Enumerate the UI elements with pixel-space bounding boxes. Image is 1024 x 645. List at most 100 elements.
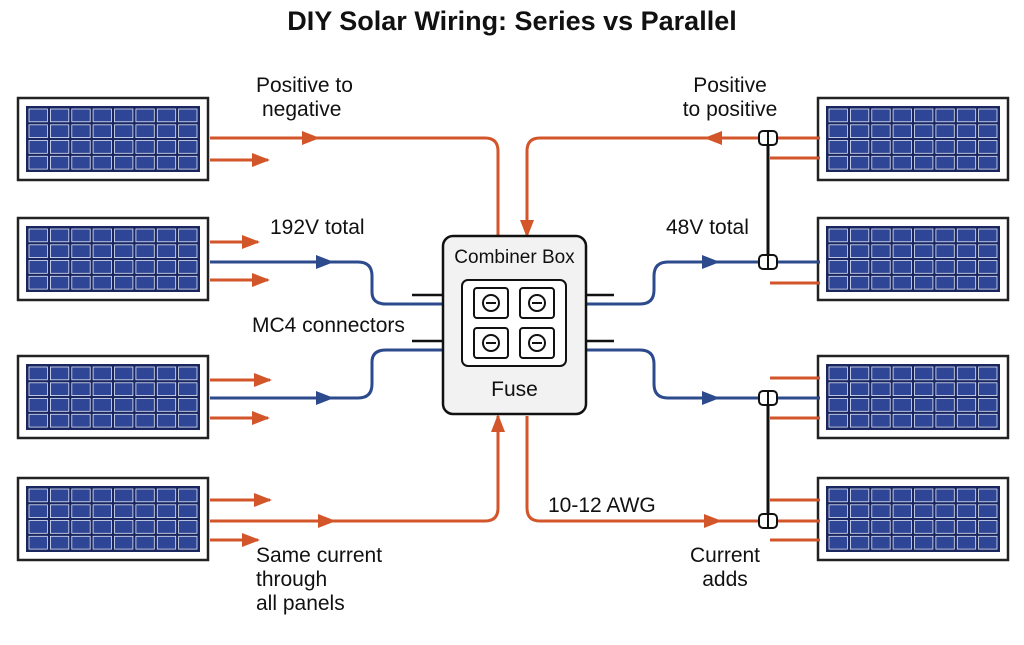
panel-cell — [71, 413, 91, 428]
series-positive-wire-bottom-to-box — [334, 414, 505, 523]
fuse-grid — [473, 287, 555, 359]
panel-cell — [114, 275, 134, 290]
panel-cell — [828, 244, 848, 259]
series-positive-wire-top-to-box — [318, 136, 500, 236]
panel-cell — [71, 275, 91, 290]
panel-cell — [914, 398, 934, 412]
panel-cell — [828, 275, 848, 290]
panel-cell — [935, 413, 955, 428]
panel-cell — [914, 228, 934, 243]
panel-cell — [92, 275, 112, 290]
panel-cell — [114, 260, 134, 274]
parallel-label-positive-to-positive-line2: to positive — [682, 98, 778, 121]
panel-cell — [850, 535, 870, 550]
panel-cell — [114, 155, 134, 170]
panel-cell — [892, 260, 912, 274]
fuse-icon — [519, 327, 555, 359]
panel-cell — [114, 504, 134, 518]
panel-cell — [114, 228, 134, 243]
panel-cell — [71, 155, 91, 170]
panel-cell — [914, 366, 934, 381]
panel-cell — [92, 228, 112, 243]
panel-cell — [92, 244, 112, 259]
series-label-positive-to-negative-line1: Positive to — [256, 74, 353, 97]
panel-cell — [50, 366, 70, 381]
panel-cell — [92, 108, 112, 123]
panel-cell — [135, 413, 155, 428]
panel-cell — [956, 124, 977, 139]
panel-cell — [914, 382, 934, 396]
panel-cell — [71, 504, 91, 518]
panel-cell — [156, 398, 177, 412]
panel-cell — [135, 488, 155, 503]
panel-cell — [114, 366, 134, 381]
parallel-current-note-line1: Current — [689, 544, 761, 567]
panel-cell — [914, 504, 934, 518]
panel-cell — [92, 155, 112, 170]
panel-cell — [828, 488, 848, 503]
panel-cell — [178, 366, 198, 381]
panel-cell — [156, 260, 177, 274]
panel-cell — [92, 398, 112, 412]
panel-cell — [871, 275, 891, 290]
parallel-voltage-total: 48V total — [666, 216, 749, 239]
panel-cell — [114, 124, 134, 139]
panel-cell — [50, 504, 70, 518]
panel-cell — [871, 413, 891, 428]
panel-cell — [828, 398, 848, 412]
panel-cell — [871, 108, 891, 123]
mc4-connectors — [758, 130, 778, 529]
panel-cell — [178, 535, 198, 550]
panel-cell — [71, 382, 91, 396]
solar-panels — [16, 96, 1010, 562]
panel-cell — [156, 535, 177, 550]
panel-cell — [978, 244, 998, 259]
parallel-solar-panel-3 — [816, 354, 1010, 440]
panel-cell — [50, 535, 70, 550]
panel-cell — [156, 108, 177, 123]
panel-cell — [978, 124, 998, 139]
panel-cell — [956, 260, 977, 274]
panel-cell — [92, 140, 112, 154]
panel-cell — [850, 488, 870, 503]
series-solar-panel-1 — [16, 96, 210, 182]
panel-cell — [828, 382, 848, 396]
panel-cell — [956, 155, 977, 170]
panel-cell — [178, 382, 198, 396]
panel-cell — [935, 488, 955, 503]
panel-cell — [871, 398, 891, 412]
panel-cell — [892, 413, 912, 428]
panel-cell — [50, 260, 70, 274]
panel-cell — [71, 260, 91, 274]
panel-cell — [914, 260, 934, 274]
panel-cell — [871, 155, 891, 170]
panel-cell — [178, 140, 198, 154]
panel-cell — [135, 244, 155, 259]
panel-cell — [135, 140, 155, 154]
panel-cell — [50, 140, 70, 154]
parallel-positive-wire-top-to-box — [520, 136, 706, 238]
panel-cell — [871, 382, 891, 396]
panel-cell — [71, 140, 91, 154]
panel-cell — [850, 398, 870, 412]
panel-cell — [914, 520, 934, 534]
panel-cell — [156, 228, 177, 243]
panel-cell — [178, 504, 198, 518]
panel-cell — [178, 413, 198, 428]
panel-cell — [978, 413, 998, 428]
panel-cell — [956, 275, 977, 290]
panel-cell — [50, 398, 70, 412]
panel-cell — [850, 413, 870, 428]
panel-cell — [50, 382, 70, 396]
panel-cell — [892, 520, 912, 534]
panel-cell — [828, 155, 848, 170]
panel-cell — [71, 520, 91, 534]
panel-cell — [71, 124, 91, 139]
panel-cell — [850, 366, 870, 381]
panel-cell — [871, 488, 891, 503]
series-solar-panel-2 — [16, 216, 210, 302]
panel-cell — [178, 520, 198, 534]
panel-cell — [935, 124, 955, 139]
panel-cell — [114, 398, 134, 412]
panel-cell — [71, 228, 91, 243]
